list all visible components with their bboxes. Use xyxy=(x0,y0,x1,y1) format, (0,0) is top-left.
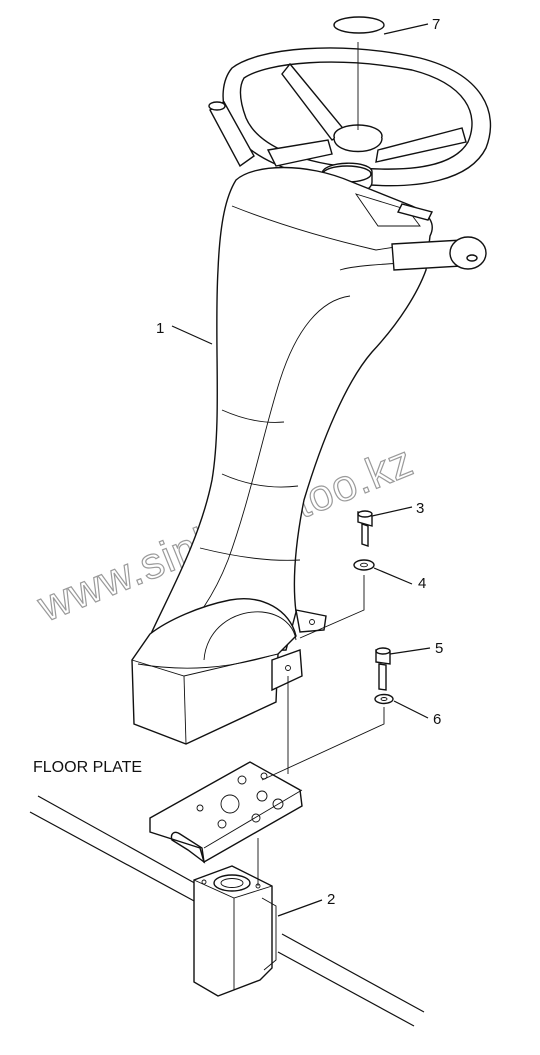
right-lever xyxy=(391,236,487,271)
left-lever xyxy=(208,101,255,168)
floor-plate xyxy=(149,761,303,864)
lock-washer xyxy=(374,693,394,705)
washer xyxy=(353,559,375,571)
callout-7: 7 xyxy=(432,16,440,33)
mounting-flange xyxy=(271,609,327,692)
alignment-lines xyxy=(257,42,385,886)
bolt xyxy=(357,510,373,547)
callout-4: 4 xyxy=(418,575,426,592)
horn-cap xyxy=(333,16,385,34)
steering-column-body xyxy=(149,166,434,653)
steering-valve xyxy=(193,865,277,997)
callout-1: 1 xyxy=(156,320,164,337)
callout-2: 2 xyxy=(327,891,335,908)
callout-6: 6 xyxy=(433,711,441,728)
callout-3: 3 xyxy=(416,500,424,517)
floor-outline xyxy=(29,795,425,1027)
callout-5: 5 xyxy=(435,640,443,657)
column-base xyxy=(131,598,297,745)
leader-lines xyxy=(171,23,431,917)
cap-screw xyxy=(375,647,391,691)
floor-plate-caption: FLOOR PLATE xyxy=(33,759,142,776)
